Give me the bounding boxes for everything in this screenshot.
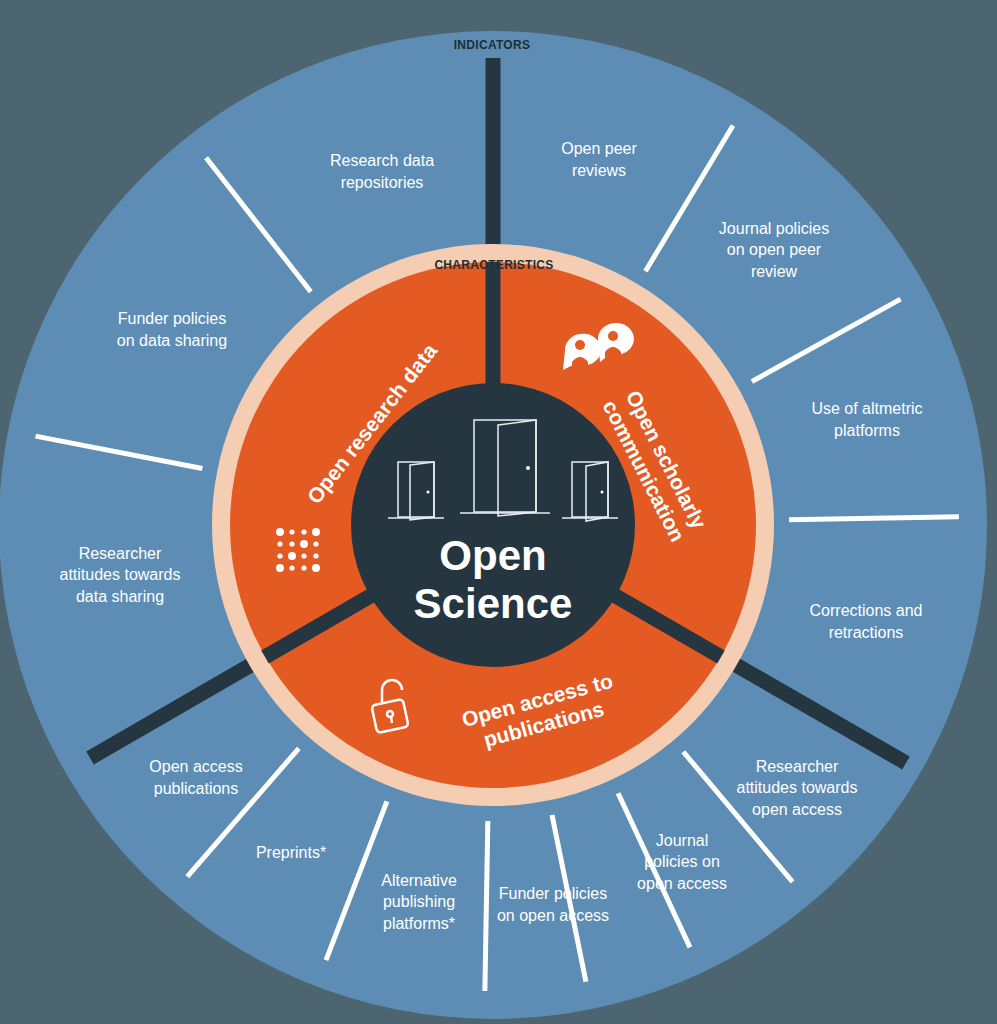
indicator-label: Funder policies on data sharing [110,308,235,351]
characteristics-band [230,262,756,788]
characteristics-ring [212,244,774,806]
sector-title: Open access to publications [444,664,636,761]
data-dot [276,528,284,536]
data-dot [289,529,294,534]
data-dot [288,552,296,560]
indicator-label: Journal policies on open access [632,830,732,895]
sector-title: Open scholarly communication [592,373,719,556]
ring-heading: INDICATORS [432,37,552,53]
divider-line [36,436,203,468]
characteristic-sector: Open scholarly communication [592,373,719,556]
ring-heading: CHARACTERISTICS [414,257,574,273]
data-dot [312,528,320,536]
indicator-label: Researcher attitudes towards data sharin… [53,543,188,608]
data-dot [289,541,294,546]
divider-line [485,821,488,991]
indicator-label: Open access publications [131,756,261,799]
indicator-label: Use of altmetric platforms [807,398,927,441]
characteristic-sector: Open research data [288,322,456,527]
divider-line [789,517,959,520]
lock-icon [371,680,408,733]
data-dot [301,565,306,570]
sector-title: Open research data [288,322,456,527]
divider-line [326,801,387,960]
communication-icon [563,323,634,372]
indicator-label: Open peer reviews [539,138,659,181]
data-dot [301,529,306,534]
divider-line [752,299,901,381]
divider-line [618,793,690,947]
indicator-label: Alternative publishing platforms* [364,870,474,935]
indicator-label: Journal policies on open peer review [709,218,839,283]
indicator-dividers [36,126,959,991]
center-title: Open Science [383,532,603,629]
doorknobs [427,466,604,494]
data-dot [313,541,318,546]
data-dot [277,553,282,558]
data-dot [312,564,320,572]
indicator-label: Funder policies on open access [496,883,611,926]
indicator-ring [0,31,987,1019]
divider-line [206,158,311,292]
characteristic-sector: Open access to publications [444,664,636,761]
center-circle: Open Science [383,532,603,629]
data-network-icon [276,528,320,572]
indicator-label: Research data repositories [307,150,457,193]
divider-line [645,126,733,272]
data-dot [276,564,284,572]
data-dot [277,541,282,546]
data-dot [289,565,294,570]
data-dot [301,553,306,558]
center-circle [351,383,635,667]
indicator-label: Preprints* [244,842,339,864]
data-dot [300,540,308,548]
indicator-label: Corrections and retractions [806,600,926,643]
data-dot [313,553,318,558]
indicator-label: Researcher attitudes towards open access [730,756,865,821]
doors-icon [388,420,618,521]
